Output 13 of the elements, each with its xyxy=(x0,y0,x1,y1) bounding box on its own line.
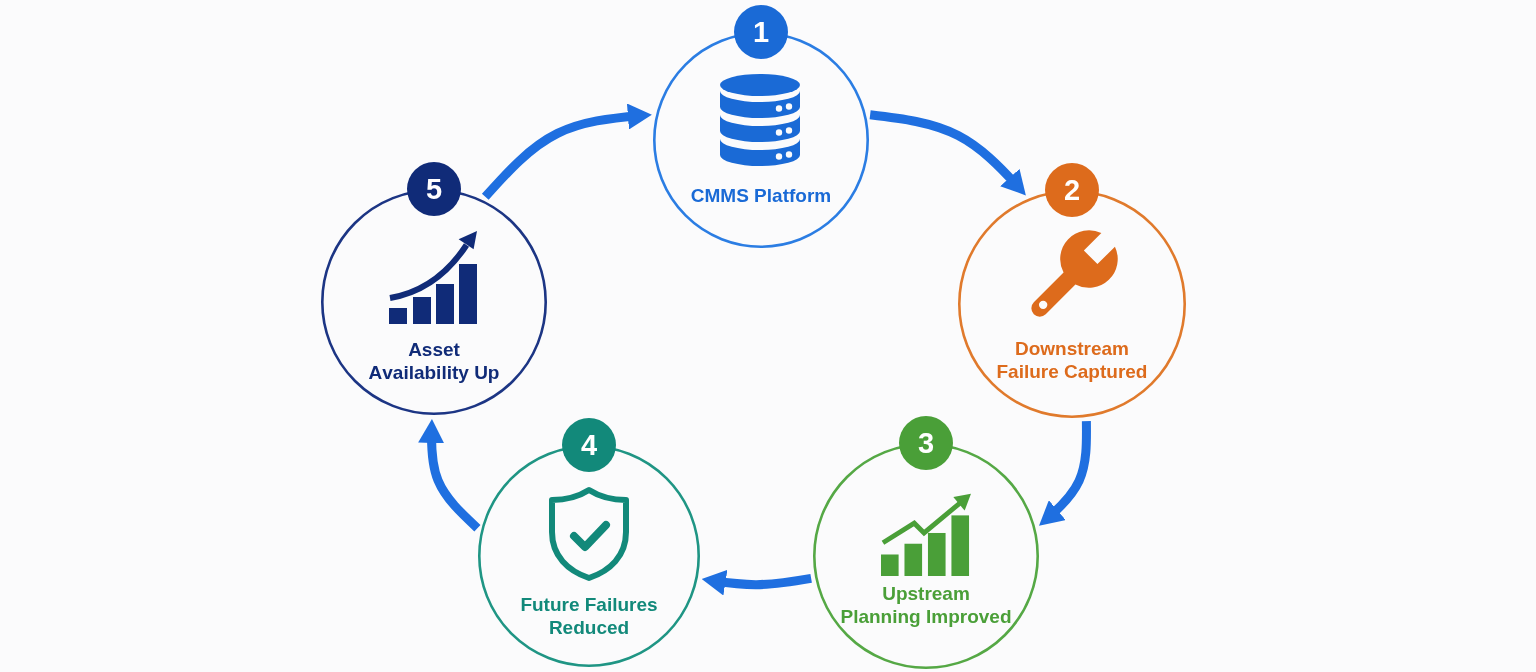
step-label: Downstream Failure Captured xyxy=(995,337,1149,383)
step-label: Asset Availability Up xyxy=(367,338,501,384)
step-number-badge: 2 xyxy=(1045,163,1099,217)
step-number-badge: 5 xyxy=(407,162,461,216)
step-label: Upstream Planning Improved xyxy=(839,582,1013,628)
step-number-badge: 1 xyxy=(734,5,788,59)
step-number-badge: 4 xyxy=(562,418,616,472)
cycle-arrow xyxy=(481,103,653,200)
cycle-arrow xyxy=(701,569,812,596)
step-label: CMMS Platform xyxy=(690,184,832,207)
cycle-arrow xyxy=(418,418,481,532)
step-label: Future Failures Reduced xyxy=(519,593,659,639)
step-number-badge: 3 xyxy=(899,416,953,470)
